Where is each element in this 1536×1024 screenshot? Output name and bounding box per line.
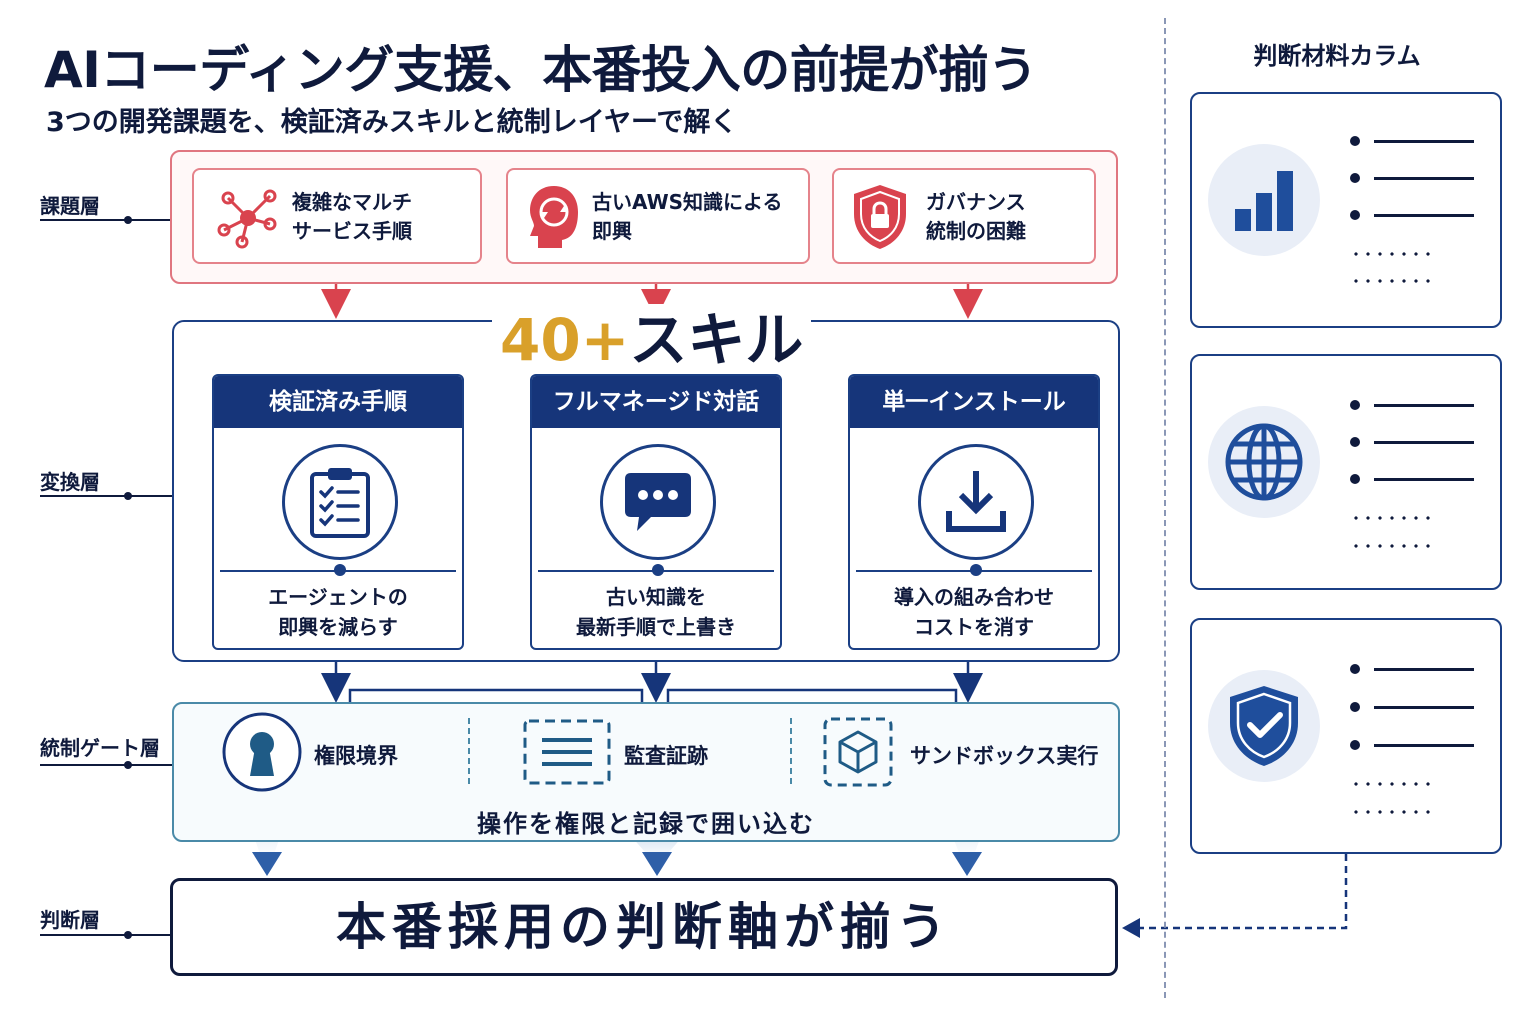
column-dotted-line — [1350, 810, 1434, 814]
column-line — [1374, 668, 1474, 671]
column-line — [1374, 214, 1474, 217]
page-title: AIコーディング支援、本番投入の前提が揃う — [44, 41, 1038, 99]
layer-label-gate: 統制ゲート層 — [40, 736, 160, 760]
skill-card: 単一インストール 導入の組み合わせ コストを消す — [848, 374, 1100, 650]
column-icon-bg — [1208, 144, 1320, 256]
column-card — [1190, 92, 1502, 328]
skill-description: 導入の組み合わせ コストを消す — [894, 585, 1054, 639]
column-bullet — [1350, 400, 1360, 410]
column-line — [1374, 140, 1474, 143]
skill-icon-circle — [918, 444, 1034, 560]
gate-arrows — [252, 852, 982, 876]
gate-divider — [790, 718, 792, 784]
gate-label: 監査証跡 — [624, 744, 708, 768]
shield-lock-icon — [854, 185, 906, 249]
column-dotted-line — [1350, 782, 1434, 786]
challenge-card: 複雑なマルチ サービス手順 — [192, 168, 482, 264]
column-bullet — [1350, 210, 1360, 220]
column-line — [1374, 744, 1474, 747]
audit-list-icon — [523, 719, 611, 785]
shield-check-icon — [1230, 686, 1298, 766]
challenge-label: ガバナンス 統制の困難 — [926, 190, 1026, 243]
layer-leader-dot — [124, 216, 132, 224]
challenge-card: 古いAWS知識による 即興 — [506, 168, 810, 264]
skill-header: フルマネージド対話 — [532, 376, 780, 428]
gate-layer — [172, 702, 1120, 842]
bar-chart-icon — [1235, 171, 1293, 231]
download-icon — [946, 471, 1006, 532]
gate-divider — [468, 718, 470, 784]
column-bullet — [1350, 173, 1360, 183]
column-line — [1374, 706, 1474, 709]
layer-leader-gate — [40, 764, 174, 766]
skill-description: エージェントの 即興を減らす — [268, 585, 408, 639]
network-icon — [217, 189, 277, 249]
skill-description: 古い知識を 最新手順で上書き — [576, 585, 736, 639]
head-refresh-icon — [530, 186, 578, 248]
layer-leader-transform — [40, 495, 174, 497]
column-bullet — [1350, 437, 1360, 447]
column-icon-bg — [1208, 670, 1320, 782]
layer-leader-dot — [124, 761, 132, 769]
chat-bubble-icon — [625, 473, 691, 531]
challenge-card: ガバナンス 統制の困難 — [832, 168, 1096, 264]
column-card — [1190, 618, 1502, 854]
column-card — [1190, 354, 1502, 590]
column-dotted-line — [1350, 279, 1434, 283]
column-connector — [1138, 854, 1348, 930]
skill-icon-circle — [600, 444, 716, 560]
layer-label-transform: 変換層 — [40, 470, 100, 494]
skill-header: 単一インストール — [850, 376, 1098, 428]
skill-dot — [652, 564, 664, 576]
skill-icon-circle — [282, 444, 398, 560]
layer-label-challenge: 課題層 — [40, 194, 100, 218]
column-bullet — [1350, 474, 1360, 484]
challenge-label: 複雑なマルチ サービス手順 — [292, 190, 412, 243]
gate-caption: 操作を権限と記録で囲い込む — [477, 810, 815, 838]
column-bullet — [1350, 136, 1360, 146]
layer-leader-dot — [124, 931, 132, 939]
column-dotted-line — [1350, 252, 1434, 256]
skills-count: 40+ — [500, 306, 630, 374]
gate-label: 権限境界 — [314, 744, 398, 768]
column-line — [1374, 177, 1474, 180]
sandbox-cube-icon — [823, 717, 893, 787]
column-dotted-line — [1350, 544, 1434, 548]
column-title: 判断材料カラム — [1253, 42, 1421, 70]
column-bullet — [1350, 664, 1360, 674]
clipboard-checklist-icon — [310, 468, 370, 538]
decision-box — [170, 878, 1118, 976]
layer-leader-challenge — [40, 219, 172, 221]
layer-leader-dot — [124, 492, 132, 500]
skill-card: フルマネージド対話 古い知識を 最新手順で上書き — [530, 374, 782, 650]
column-bullet — [1350, 702, 1360, 712]
skill-card: 検証済み手順 エージェントの 即興を減らす — [212, 374, 464, 650]
column-divider — [1164, 18, 1166, 998]
layer-leader-decision — [40, 934, 172, 936]
skills-heading: 40+スキル — [492, 304, 812, 376]
layer-label-decision: 判断層 — [40, 908, 100, 932]
column-line — [1374, 441, 1474, 444]
page-subtitle: 3つの開発課題を、検証済みスキルと統制レイヤーで解く — [46, 107, 738, 138]
column-icon-bg — [1208, 406, 1320, 518]
column-bullet — [1350, 740, 1360, 750]
column-dotted-line — [1350, 516, 1434, 520]
column-line — [1374, 404, 1474, 407]
skills-heading-text: スキル — [629, 306, 804, 374]
decision-text: 本番採用の判断軸が揃う — [336, 898, 952, 956]
gate-label: サンドボックス実行 — [910, 744, 1099, 768]
column-line — [1374, 478, 1474, 481]
keyhole-icon — [222, 712, 302, 792]
column-connector-head — [1122, 918, 1140, 938]
skill-dot — [334, 564, 346, 576]
skill-header: 検証済み手順 — [214, 376, 462, 428]
challenge-label: 古いAWS知識による 即興 — [592, 190, 783, 243]
globe-icon — [1225, 423, 1303, 501]
skill-dot — [970, 564, 982, 576]
